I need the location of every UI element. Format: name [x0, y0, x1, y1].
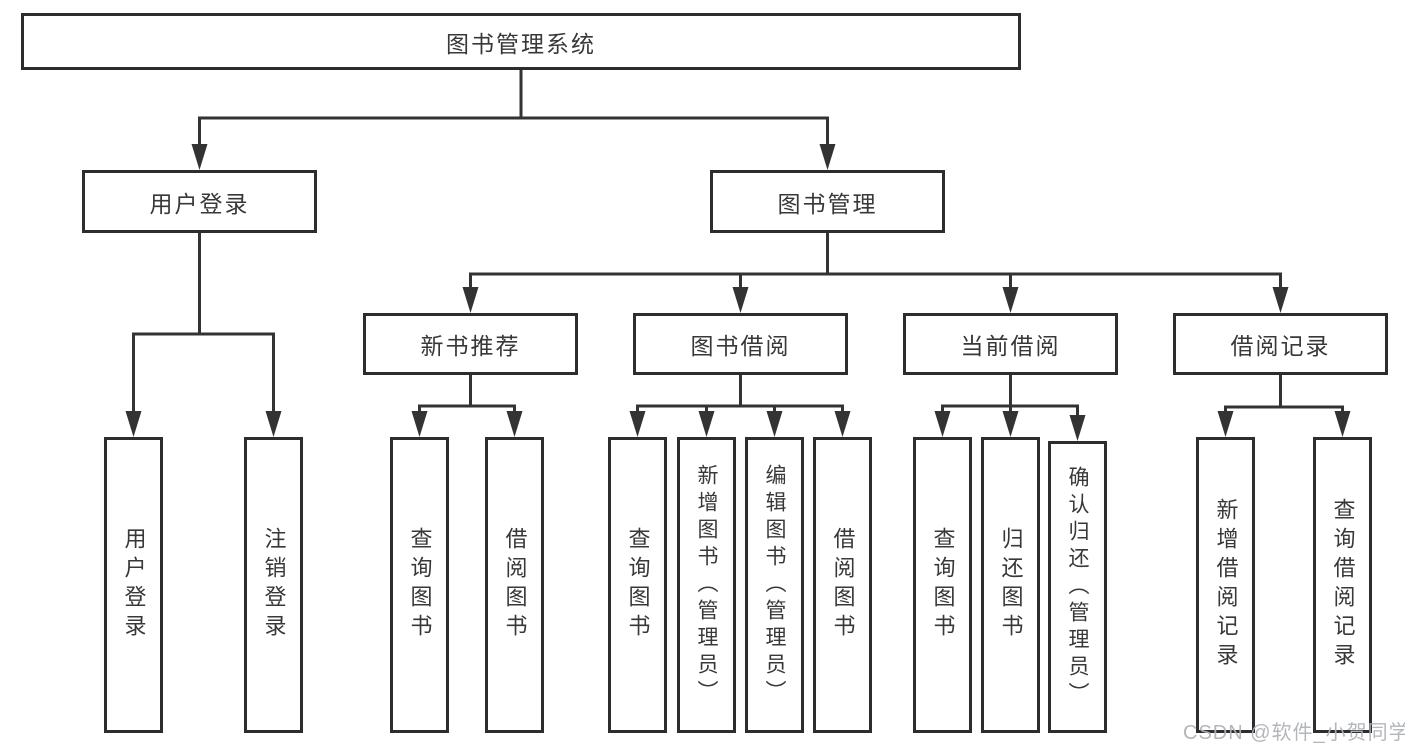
- leaf-label: 新增图书（管理员）: [695, 463, 718, 707]
- connector-newbook-to-leaves: [418, 373, 516, 415]
- node-label: 图书管理: [777, 190, 878, 217]
- leaf-current-return: 归还图书: [981, 437, 1040, 733]
- leaf-label: 编辑图书（管理员）: [763, 463, 786, 707]
- arrowhead: [191, 144, 208, 170]
- leaf-borrow-borrow: 借阅图书: [813, 437, 872, 733]
- node-borrow-records: 借阅记录: [1173, 313, 1388, 375]
- arrowhead: [834, 411, 851, 437]
- leaf-label: 确认归还（管理员）: [1066, 465, 1089, 709]
- node-label: 用户登录: [149, 190, 250, 217]
- connector-current-to-leaves: [941, 373, 1079, 419]
- arrowhead: [698, 411, 715, 437]
- leaf-borrow-add-admin: 新增图书（管理员）: [677, 437, 736, 733]
- csdn-watermark: CSDN @软件_小贺同学: [1183, 722, 1405, 744]
- connector-records-to-leaves: [1224, 373, 1344, 415]
- leaf-label: 用户登录: [121, 527, 147, 643]
- arrowhead: [1217, 411, 1234, 437]
- node-root-system: 图书管理系统: [21, 13, 1021, 70]
- node-user-login: 用户登录: [82, 170, 317, 233]
- node-current-borrow: 当前借阅: [903, 313, 1118, 375]
- leaf-current-query: 查询图书: [913, 437, 972, 733]
- connector-mgmt-to-sections: [469, 231, 1282, 291]
- connector-login-to-leaves: [132, 231, 275, 415]
- leaf-label: 借阅图书: [830, 527, 856, 643]
- leaf-user-login: 用户登录: [104, 437, 163, 733]
- arrowhead: [1002, 287, 1019, 313]
- leaf-label: 新增借阅记录: [1213, 498, 1239, 672]
- leaf-newbook-borrow: 借阅图书: [485, 437, 544, 733]
- leaf-borrow-edit-admin: 编辑图书（管理员）: [745, 437, 804, 733]
- leaf-borrow-query: 查询图书: [608, 437, 667, 733]
- node-label: 新书推荐: [420, 333, 521, 359]
- arrowhead: [411, 411, 428, 437]
- node-book-borrow: 图书借阅: [633, 313, 848, 375]
- leaf-logout: 注销登录: [244, 437, 303, 733]
- arrowhead: [629, 411, 646, 437]
- node-label: 当前借阅: [960, 333, 1061, 359]
- node-book-management: 图书管理: [710, 170, 945, 233]
- node-label: 借阅记录: [1230, 333, 1331, 359]
- node-new-book-recommend: 新书推荐: [363, 313, 578, 375]
- leaf-label: 查询图书: [625, 527, 651, 643]
- arrowhead: [1069, 415, 1086, 441]
- leaf-record-query: 查询借阅记录: [1313, 437, 1372, 733]
- arrowhead: [265, 411, 282, 437]
- arrowhead: [934, 411, 951, 437]
- node-label: 图书管理系统: [446, 30, 596, 57]
- arrowhead: [1334, 411, 1351, 437]
- connector-borrow-to-leaves: [636, 373, 844, 415]
- leaf-label: 借阅图书: [502, 527, 528, 643]
- leaf-label: 归还图书: [998, 527, 1024, 643]
- leaf-current-confirm-admin: 确认归还（管理员）: [1048, 441, 1107, 733]
- leaf-label: 注销登录: [261, 527, 287, 643]
- arrowhead: [506, 411, 523, 437]
- leaf-label: 查询图书: [930, 527, 956, 643]
- connector-root-to-branches: [198, 68, 829, 148]
- arrowhead: [732, 287, 749, 313]
- leaf-record-add: 新增借阅记录: [1196, 437, 1255, 733]
- leaf-newbook-query: 查询图书: [390, 437, 449, 733]
- arrowhead: [1272, 287, 1289, 313]
- leaf-label: 查询借阅记录: [1330, 498, 1356, 672]
- arrowhead: [462, 287, 479, 313]
- arrowhead: [125, 411, 142, 437]
- arrowhead: [766, 411, 783, 437]
- leaf-label: 查询图书: [407, 527, 433, 643]
- arrowhead: [1002, 411, 1019, 437]
- arrowhead: [819, 144, 836, 170]
- node-label: 图书借阅: [690, 333, 791, 359]
